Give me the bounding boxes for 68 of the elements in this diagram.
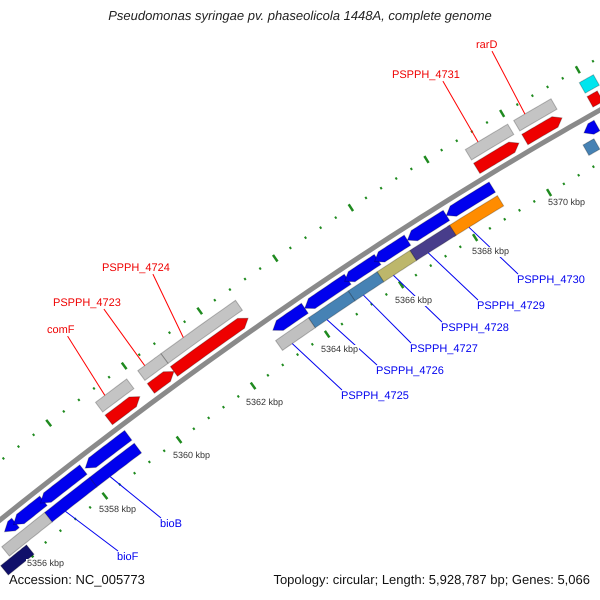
genome-info-text: Topology: circular; Length: 5,928,787 bp; Genes: 5,066 [273, 573, 590, 588]
gene-arrow-shape [472, 142, 520, 174]
gene-arrow-shape [272, 302, 309, 331]
gene-label: comF [47, 324, 74, 336]
gene-bar [409, 224, 457, 262]
gene-arrow-shape [583, 120, 600, 135]
gene-label: bioF [117, 551, 138, 564]
gene-bar [160, 300, 244, 364]
gene-bar [582, 138, 600, 156]
gene-label: bioB [160, 518, 182, 530]
gene-arrow-shape [304, 274, 352, 309]
gene-bar [376, 250, 418, 283]
gene-arrow-shape [104, 396, 140, 426]
gene-arrow-shape [406, 210, 450, 242]
gene-label: PSPPH_4728 [441, 322, 509, 334]
tick-label: 5356 kbp [26, 559, 66, 569]
gene-arrow-shape [12, 495, 48, 526]
leader-line [363, 294, 412, 344]
gene-bar [88, 442, 142, 488]
tick-label: 5360 kbp [172, 451, 212, 461]
gene-label: PSPPH_4731 [392, 69, 460, 82]
leader-line [442, 80, 478, 142]
tick-label: 5368 kbp [471, 247, 510, 257]
gene-bar [137, 353, 169, 382]
leader-line [492, 50, 526, 114]
leader-line [152, 274, 184, 338]
map-title: Pseudomonas syringae pv. phaseolicola 1448A, complete genome [107, 9, 493, 24]
gene-arrow-shape [446, 181, 496, 217]
gene-label: PSPPH_4727 [410, 343, 478, 356]
gene-bar [464, 124, 514, 161]
gene-label: PSPPH_4729 [477, 300, 545, 312]
gene-label: PSPPH_4725 [341, 390, 409, 402]
leader-line [65, 510, 118, 552]
gene-arrow-shape [170, 318, 249, 377]
leader-line [110, 476, 162, 518]
gene-label: rarD [476, 39, 498, 52]
gene-label: PSPPH_4724 [102, 262, 170, 274]
gene-arrow-shape [40, 464, 88, 504]
tick-label: 5370 kbp [547, 198, 586, 208]
gene-bar [348, 271, 384, 302]
gene-bar [1, 512, 53, 557]
tick-label: 5358 kbp [98, 505, 138, 515]
gene-arrow-shape [84, 430, 132, 469]
tick-label: 5362 kbp [245, 398, 284, 408]
tick-label: 5364 kbp [320, 345, 360, 355]
accession-text: Accession: NC_005773 [9, 573, 145, 588]
leader-line [292, 343, 342, 390]
gene-bar [586, 90, 600, 108]
leader-line [428, 252, 478, 300]
gene-label: PSPPH_4723 [53, 297, 121, 310]
leader-line [103, 308, 146, 366]
gene-bar [447, 194, 504, 238]
gene-label: PSPPH_4726 [376, 365, 444, 378]
gene-arrow-shape [374, 234, 412, 262]
leader-line [67, 336, 106, 396]
gene-arrow-shape [146, 370, 175, 394]
gene-arrow-shape [521, 116, 563, 146]
tick-label: 5366 kbp [394, 296, 434, 306]
gene-label: PSPPH_4730 [517, 274, 585, 286]
gene-bar [578, 74, 600, 94]
gene-bar [94, 378, 135, 413]
leader-line [326, 319, 378, 366]
gene-bar [308, 290, 356, 328]
gene-bar [44, 476, 98, 523]
gene-arrow-shape [344, 254, 382, 282]
gene-bar [513, 98, 558, 132]
gene-arrow-shape [4, 518, 20, 532]
gene-bar [274, 317, 316, 352]
